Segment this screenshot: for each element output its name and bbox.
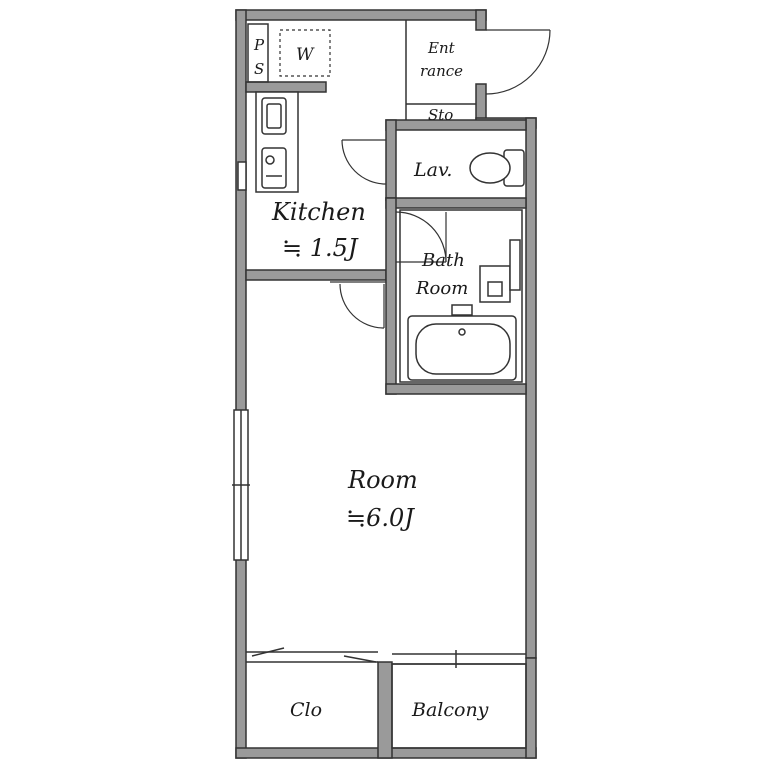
entrance-label-1: Ent — [427, 39, 456, 57]
lavatory-label: Lav. — [413, 159, 452, 181]
lavatory-door[interactable] — [341, 139, 387, 185]
bathroom-door[interactable] — [395, 211, 447, 263]
pipe-space — [247, 23, 269, 83]
kitchen-counter — [237, 91, 299, 193]
room-door[interactable] — [330, 281, 386, 329]
toilet-icon — [469, 149, 525, 187]
bath-label-2: Room — [415, 278, 468, 299]
entrance-door[interactable] — [485, 29, 551, 95]
closet-label: Clo — [290, 699, 322, 721]
kitchen-size-label: ≒ 1.5J — [282, 234, 359, 262]
bath-label-1: Bath — [421, 250, 465, 271]
walls — [235, 9, 537, 759]
balcony-window — [392, 650, 526, 668]
washer-space — [279, 29, 331, 77]
storage-label: Sto — [428, 106, 453, 124]
pipe-space-label-p: P — [253, 36, 265, 54]
entrance-label-2: rance — [420, 62, 463, 80]
pipe-space-label-s: S — [254, 60, 264, 78]
balcony-area — [391, 663, 527, 749]
closet-door[interactable] — [246, 647, 378, 663]
vanity-sink — [451, 239, 521, 316]
room-size-label: ≒6.0J — [346, 504, 415, 532]
bath-inner-frame — [399, 209, 523, 383]
washer-label: W — [296, 45, 315, 65]
kitchen-label: Kitchen — [271, 198, 366, 226]
room-label: Room — [347, 466, 418, 494]
bathtub-icon — [407, 315, 517, 381]
balcony-label: Balcony — [411, 699, 489, 721]
room-window — [232, 409, 250, 561]
